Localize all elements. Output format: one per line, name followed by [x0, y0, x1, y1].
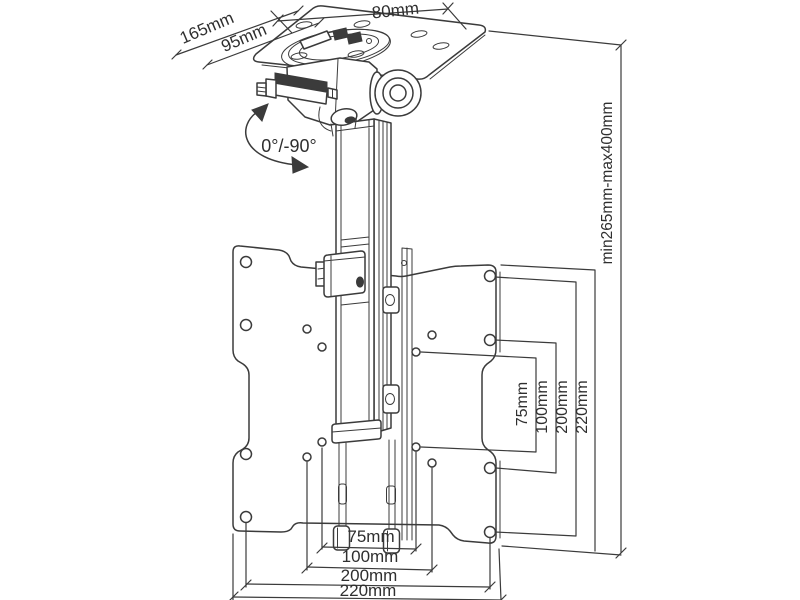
tilt-joint [256, 57, 422, 137]
horizontal-100-label: 100mm [342, 547, 399, 566]
ceiling-plate [252, 5, 487, 83]
dim-horizontal-220: 220mm [229, 581, 507, 600]
vertical-220-label: 220mm [574, 380, 591, 433]
vesa-outer-holes [239, 255, 497, 539]
horizontal-75-label: 75mm [347, 527, 394, 546]
dim-tilt-angle: 0°/-90° [245, 103, 317, 174]
vertical-75-label: 75mm [514, 382, 531, 426]
slide-clamp [315, 250, 366, 298]
horizontal-220-label: 220mm [340, 581, 397, 600]
tilt-bolt [256, 82, 267, 97]
plate-width-label: 80mm [371, 0, 420, 22]
arrow-up-icon [251, 103, 269, 122]
lower-rails [332, 439, 401, 554]
dim-horizontal-75: 75mm [316, 527, 422, 555]
rear-rail [401, 247, 413, 541]
dim-80mm: 80mm [270, 0, 467, 34]
dim-horizontal-100: 100mm [301, 547, 438, 576]
dim-vertical-100: 100mm [494, 339, 557, 474]
dim-vertical-200: 200mm [494, 276, 577, 537]
tilt-angle-label: 0°/-90° [261, 136, 316, 156]
arrow-down-icon [291, 156, 310, 174]
horizontal-200-label: 200mm [341, 566, 398, 585]
swivel-bolt-cluster [299, 27, 372, 50]
rail-jaws [382, 260, 407, 414]
vesa-inner-holes [302, 324, 437, 468]
dim-vertical-75: 75mm [420, 351, 537, 453]
dim-vertical-220: 220mm [500, 264, 596, 552]
dim-horizontal-200: 200mm [240, 566, 496, 593]
dim-leader-lines [232, 447, 502, 600]
vertical-200-label: 200mm [554, 380, 571, 433]
dim-height-range: min265mm-max400mm [488, 30, 627, 559]
height-range-label: min265mm-max400mm [599, 102, 616, 265]
adjustment-knob [374, 69, 422, 117]
column-bottom-cap [331, 419, 382, 444]
telescopic-column [331, 118, 392, 444]
vertical-100-label: 100mm [534, 380, 551, 433]
